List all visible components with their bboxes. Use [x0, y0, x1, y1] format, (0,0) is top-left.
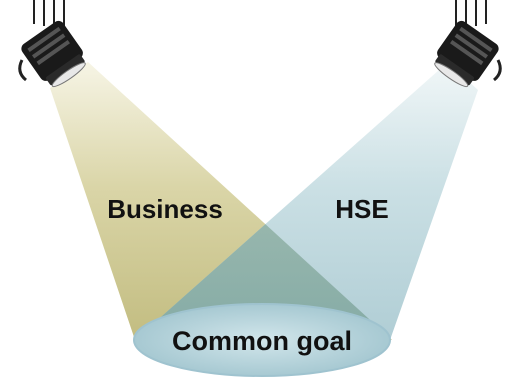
common-goal-label: Common goal: [172, 326, 352, 356]
common-goal-ellipse: [133, 303, 391, 377]
hse-label: HSE: [335, 194, 388, 224]
business-label: Business: [107, 194, 223, 224]
spotlight-left-icon: [18, 0, 86, 88]
spotlight-right-icon: [434, 0, 502, 88]
